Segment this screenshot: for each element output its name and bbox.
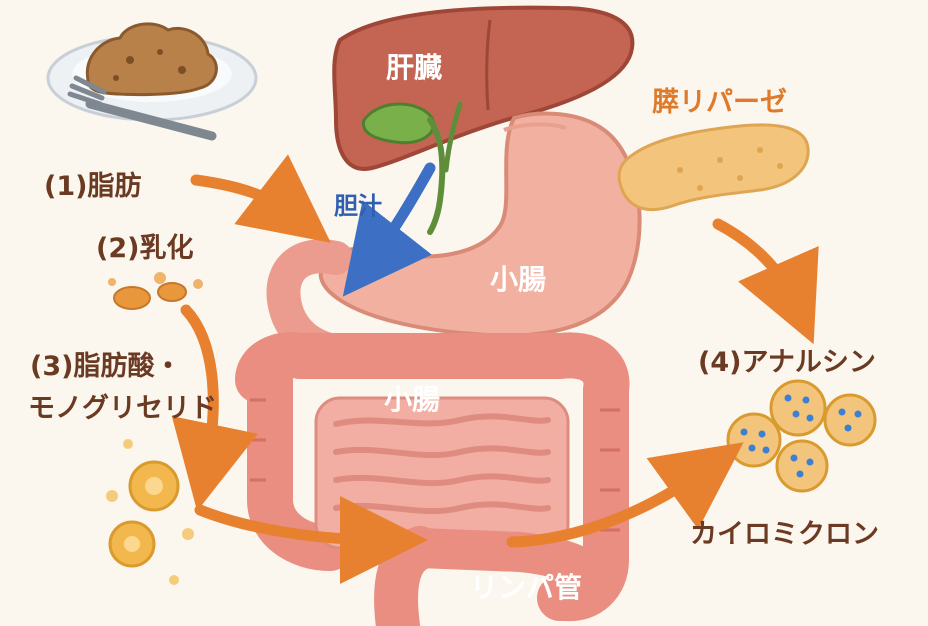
chylomicron-particles: [726, 379, 877, 493]
stomach-area-label: 小腸: [490, 263, 547, 296]
liver-label: 肝臓: [386, 51, 443, 84]
lipase-label: 膵リパーゼ: [652, 87, 787, 118]
step3-label-line1: (3)脂肪酸・: [30, 351, 182, 382]
arrow-fat-to-intestine: [190, 154, 331, 243]
lymph-label: リンパ管: [470, 571, 583, 604]
plate-with-fat-icon: [46, 22, 258, 122]
step4-label: (4)アナルシン: [698, 347, 876, 378]
fork-icon: [67, 75, 217, 141]
bile-label: 胆汁: [334, 192, 382, 220]
arrow-bile: [342, 162, 436, 297]
chylomicron-label: カイロミクロン: [690, 519, 879, 550]
fatty-acid-particles: [106, 439, 194, 585]
step1-label: (1)脂肪: [44, 171, 142, 202]
step3-label-line2: モノグリセリド: [28, 393, 217, 424]
arrow-lymph-to-chylomicron: [506, 442, 744, 548]
small-intestine-coils: [314, 396, 570, 550]
step2-label: (2)乳化: [96, 233, 194, 264]
arrow-emulsify-to-products: [171, 304, 258, 512]
gallbladder: [361, 101, 463, 235]
arrow-products-to-lymph: [194, 495, 428, 584]
pancreas-organ: [617, 123, 810, 211]
emulsified-droplets: [108, 272, 203, 310]
intestine-label: 小腸: [384, 383, 441, 416]
arrow-pancreas-to-step4: [712, 218, 819, 345]
